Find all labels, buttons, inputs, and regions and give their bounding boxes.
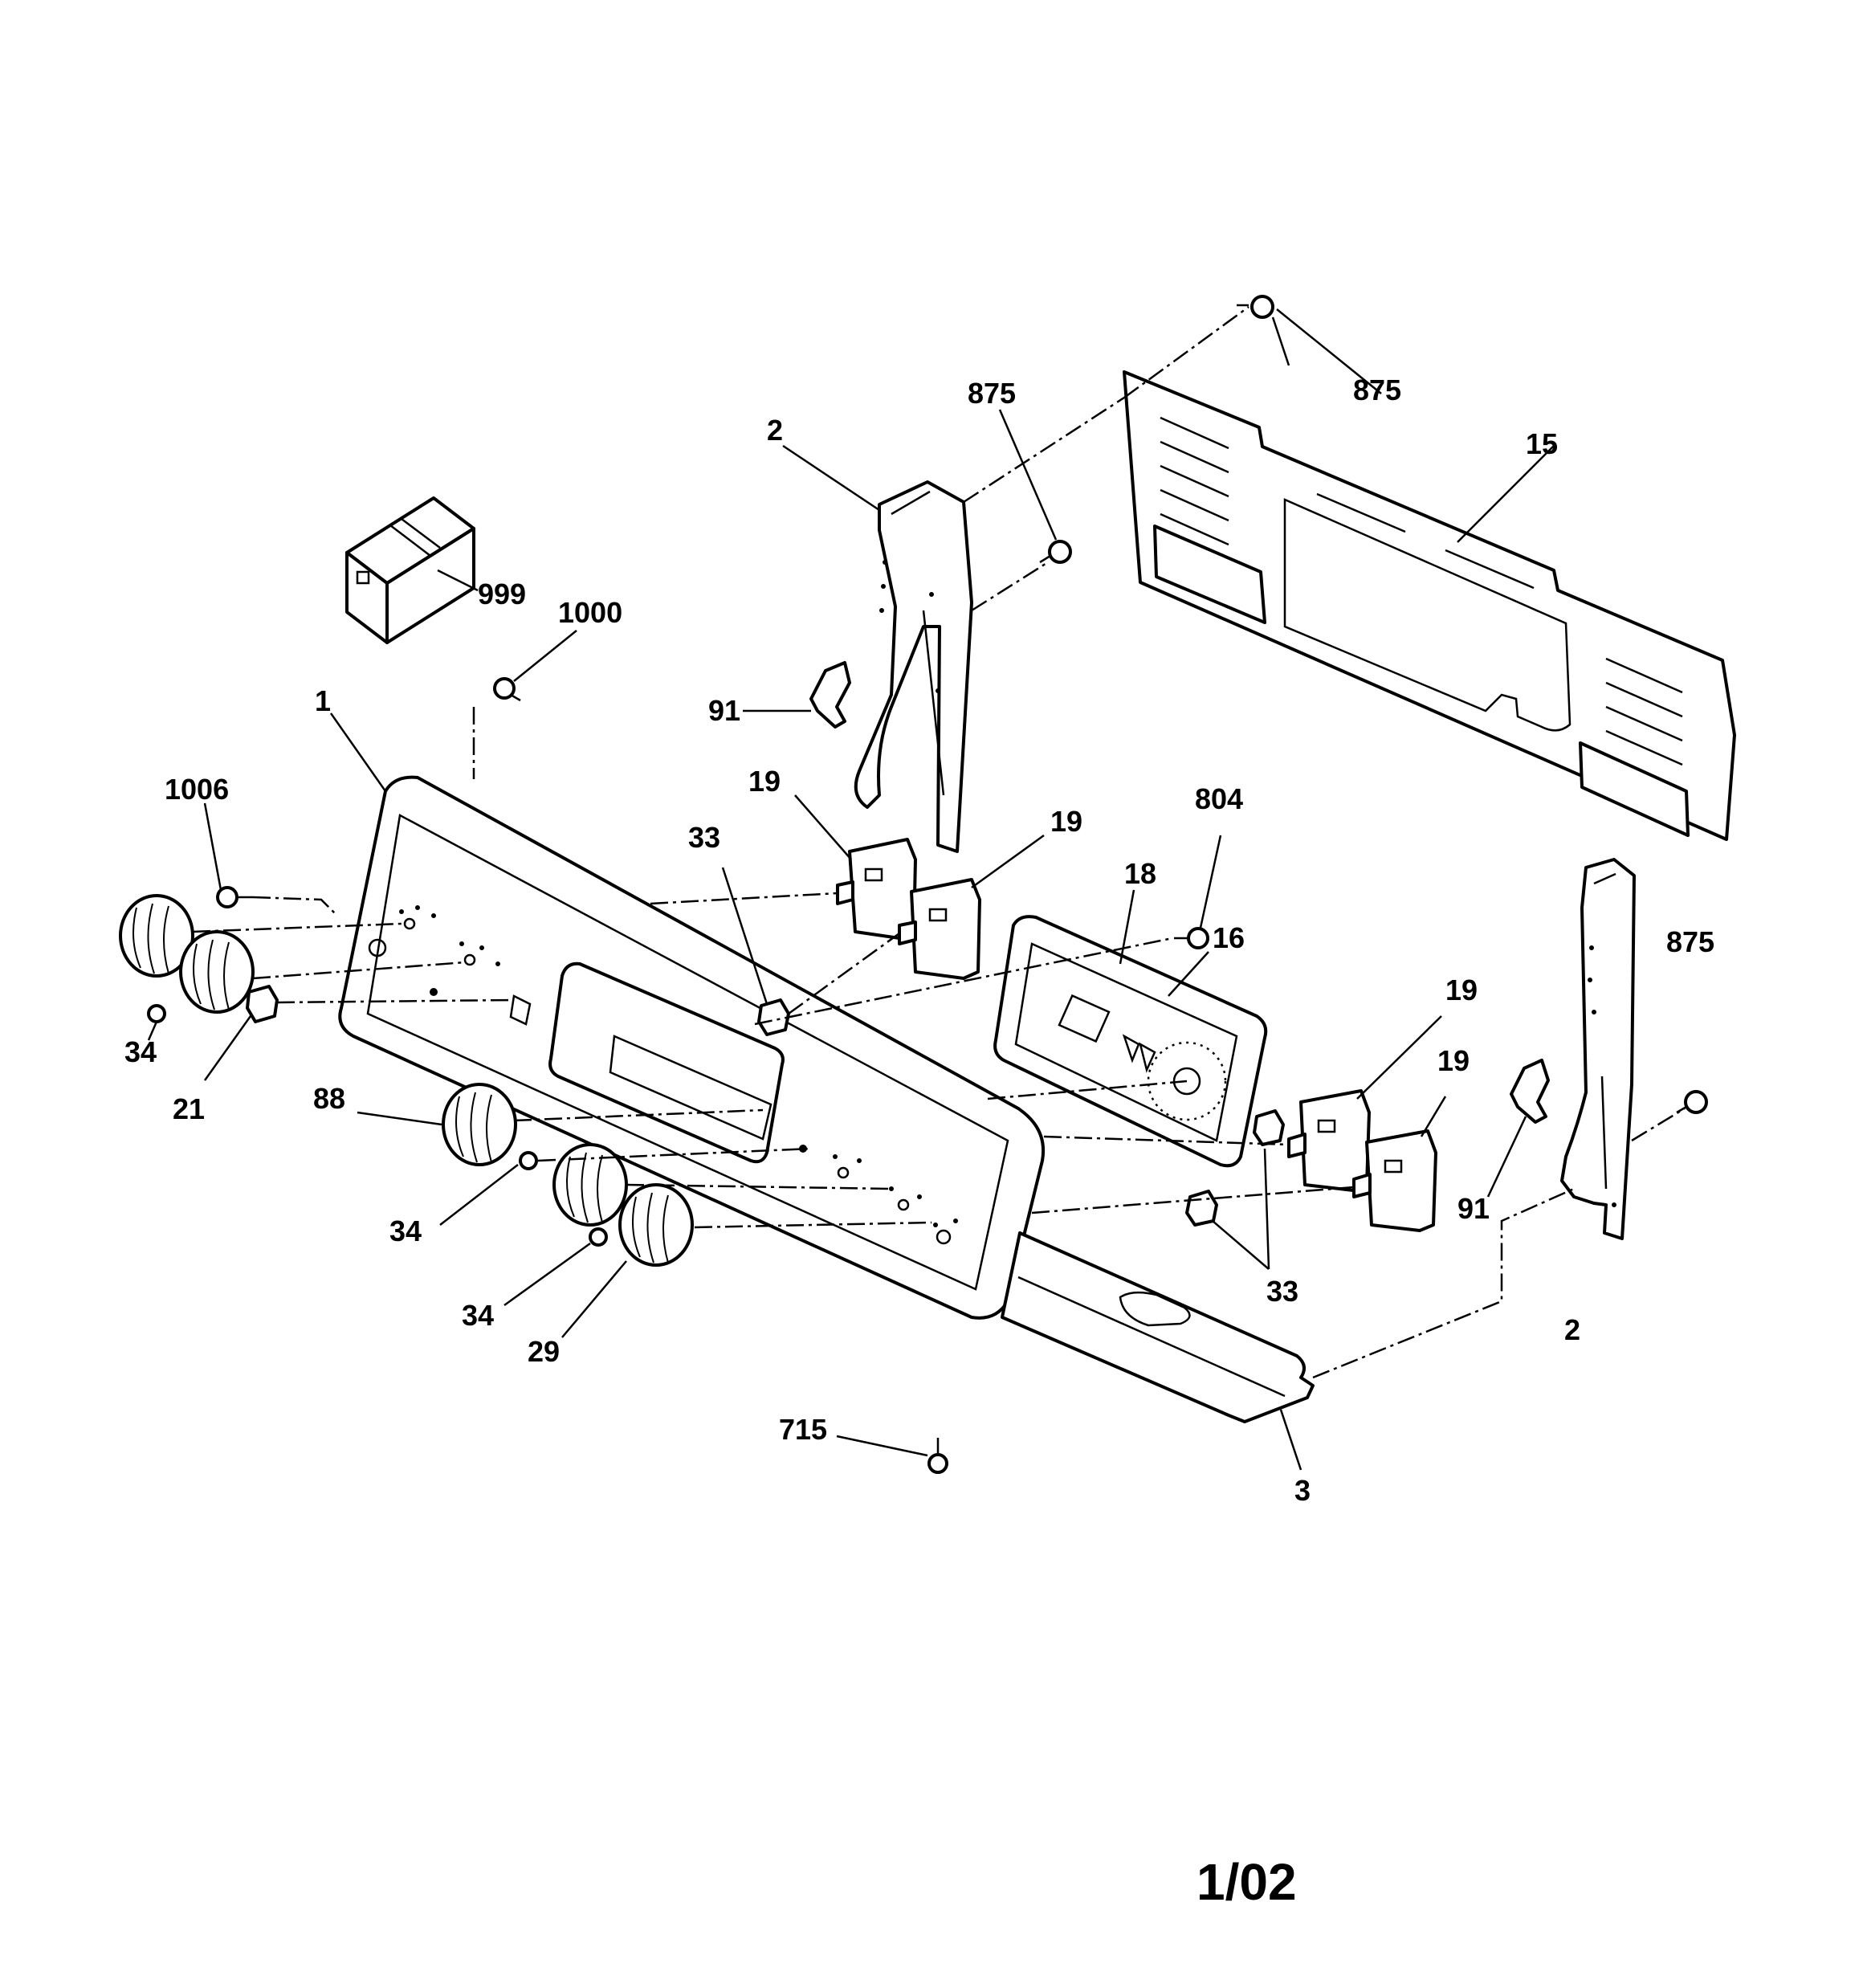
part-terminal-33-c	[1185, 1190, 1218, 1227]
knob-29	[618, 1183, 694, 1267]
part-side-bracket-2-upper	[854, 480, 973, 853]
part-box-999	[345, 496, 475, 644]
part-latch-91-lower	[1510, 1059, 1550, 1124]
callout-875-bracket: 875	[968, 377, 1016, 410]
callout-15: 15	[1526, 427, 1558, 460]
part-control-panel-1	[338, 775, 1046, 1320]
callout-804: 804	[1195, 782, 1243, 815]
callout-34-left: 34	[124, 1035, 157, 1068]
callout-2-upper: 2	[767, 414, 783, 447]
part-side-bracket-2-lower	[1560, 858, 1636, 1240]
callout-34-middle: 34	[389, 1214, 422, 1247]
part-trim-3	[1001, 1231, 1315, 1423]
part-shield-15	[1123, 370, 1736, 841]
callout-1: 1	[315, 684, 331, 717]
callout-labels: 999 1000 1 1006 34 21 2 875 875 15 91 19…	[124, 374, 1714, 1507]
screw-875-lower	[1676, 1090, 1708, 1114]
knob-88	[442, 1083, 517, 1166]
callout-19-c: 19	[1445, 974, 1478, 1006]
callout-88: 88	[313, 1082, 345, 1115]
screw-1006	[216, 886, 253, 908]
callout-16: 16	[1213, 921, 1245, 954]
callout-34-lower: 34	[462, 1299, 494, 1332]
callout-21: 21	[173, 1092, 205, 1125]
callout-18: 18	[1124, 857, 1156, 890]
part-terminal-33-a	[757, 998, 790, 1036]
callout-19-a: 19	[748, 765, 781, 798]
callout-91-upper: 91	[708, 694, 740, 727]
callout-19-d: 19	[1437, 1044, 1470, 1077]
callout-33-upper: 33	[688, 821, 720, 854]
part-clip-34-b	[519, 1151, 538, 1170]
part-switch-19-d	[1352, 1129, 1437, 1232]
knob-upper-left-b	[179, 930, 255, 1014]
screw-1000	[493, 677, 521, 702]
leader-lines	[147, 308, 1555, 1471]
callout-2-lower: 2	[1564, 1313, 1580, 1346]
page-number: 1/02	[1196, 1853, 1297, 1911]
alignment-lines	[192, 305, 1686, 1379]
screw-715	[927, 1438, 948, 1474]
callout-875-lower: 875	[1666, 925, 1714, 958]
part-switch-19-b	[898, 878, 981, 980]
callout-1006: 1006	[165, 773, 229, 806]
part-clip-34-c	[589, 1227, 608, 1247]
part-switch-21	[246, 985, 279, 1023]
callout-999: 999	[478, 578, 526, 610]
screw-875-upper-shield	[1237, 295, 1274, 319]
callout-19-b: 19	[1050, 805, 1082, 838]
callout-1000: 1000	[558, 596, 622, 629]
part-switch-19-c	[1287, 1089, 1371, 1192]
part-terminal-33-b	[1253, 1109, 1285, 1146]
callout-29: 29	[528, 1335, 560, 1368]
screw-875-upper-bracket	[1039, 540, 1072, 564]
screw-804	[1174, 927, 1209, 949]
part-clip-34-a	[147, 1004, 166, 1023]
knob-upper-left-a	[119, 894, 194, 978]
part-control-board-16	[993, 915, 1268, 1168]
callout-875-shield: 875	[1353, 374, 1401, 406]
part-latch-91-upper	[809, 661, 851, 729]
callout-715: 715	[779, 1413, 827, 1446]
callout-33-lower: 33	[1266, 1275, 1298, 1308]
callout-91-lower: 91	[1457, 1192, 1490, 1225]
callout-3: 3	[1294, 1474, 1311, 1507]
